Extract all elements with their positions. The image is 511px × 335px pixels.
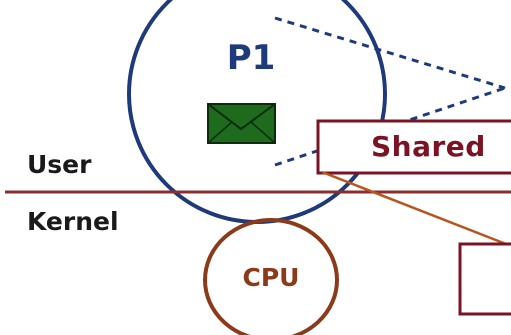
kernel-space-label: Kernel	[27, 207, 119, 236]
cpu-circle	[203, 218, 339, 335]
shared-connector-line	[321, 170, 511, 248]
cpu-label: CPU	[242, 263, 300, 292]
shared-region-box	[316, 119, 511, 175]
dotted-projection-top	[274, 16, 506, 90]
user-space-label: User	[27, 150, 92, 179]
envelope-icon	[207, 103, 276, 144]
kernel-box	[458, 242, 511, 316]
shared-region-label: Shared	[371, 130, 486, 163]
